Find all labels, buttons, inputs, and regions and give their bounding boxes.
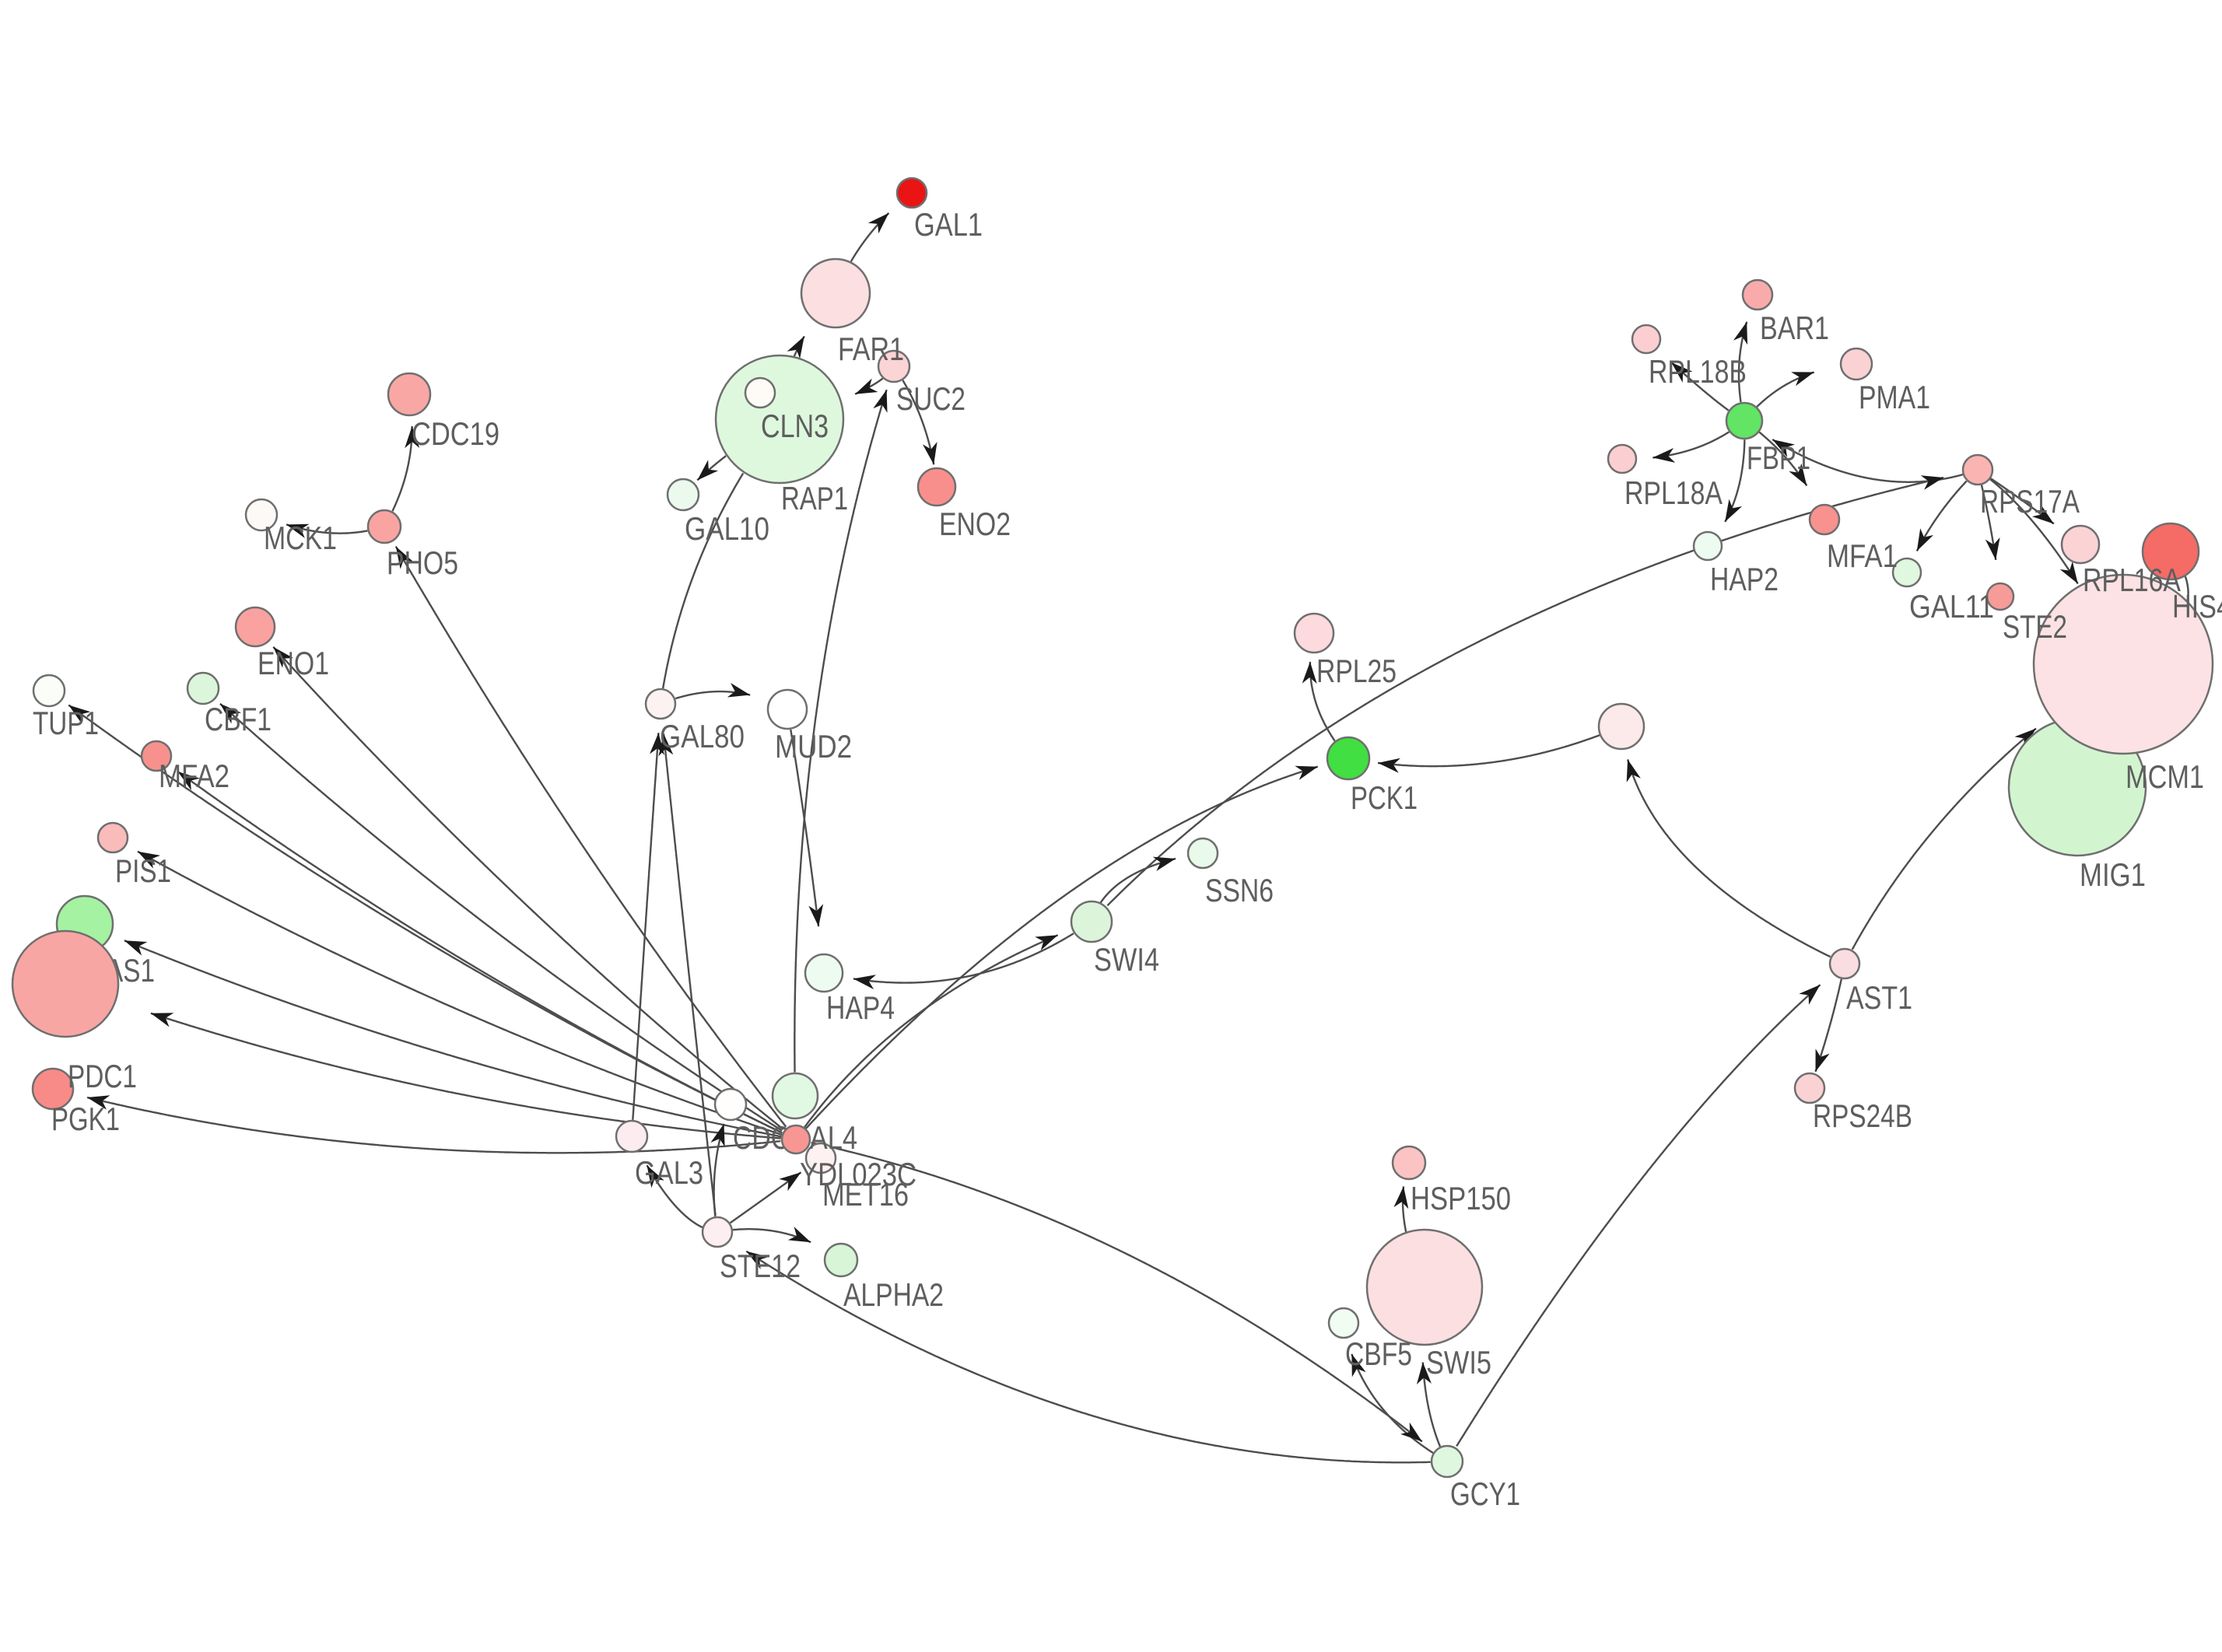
svg-text:PGK1: PGK1 xyxy=(51,1101,120,1137)
svg-text:PMA1: PMA1 xyxy=(1859,379,1930,415)
svg-text:SUC2: SUC2 xyxy=(896,380,966,417)
svg-text:MCK1: MCK1 xyxy=(264,520,337,556)
svg-text:GAL80: GAL80 xyxy=(660,718,745,754)
svg-text:GAL1: GAL1 xyxy=(914,206,983,243)
svg-text:MIG1: MIG1 xyxy=(2080,856,2146,893)
svg-text:FAR1: FAR1 xyxy=(838,331,904,367)
svg-text:HAP4: HAP4 xyxy=(826,989,895,1026)
svg-text:RPS17A: RPS17A xyxy=(1980,483,2080,520)
svg-text:PCK1: PCK1 xyxy=(1351,779,1418,816)
svg-text:GAL3: GAL3 xyxy=(635,1154,703,1191)
svg-text:RPL18A: RPL18A xyxy=(1624,474,1723,511)
svg-text:SSN6: SSN6 xyxy=(1205,872,1274,908)
svg-text:STE12: STE12 xyxy=(720,1248,801,1284)
svg-text:CLN3: CLN3 xyxy=(761,408,829,444)
svg-text:CBF1: CBF1 xyxy=(205,701,272,737)
svg-text:PIS1: PIS1 xyxy=(115,852,171,889)
svg-text:RAP1: RAP1 xyxy=(781,480,848,516)
svg-text:TUP1: TUP1 xyxy=(33,705,99,741)
svg-text:CBF5: CBF5 xyxy=(1345,1335,1412,1372)
svg-text:MFA1: MFA1 xyxy=(1827,537,1898,574)
svg-text:YDL023C: YDL023C xyxy=(800,1156,916,1192)
svg-text:GAL10: GAL10 xyxy=(685,510,769,547)
svg-text:STE2: STE2 xyxy=(2003,608,2067,645)
svg-text:RPL25: RPL25 xyxy=(1316,653,1397,689)
svg-text:FBP1: FBP1 xyxy=(1747,439,1810,476)
svg-text:CDC19: CDC19 xyxy=(412,415,499,452)
svg-text:SWI5: SWI5 xyxy=(1426,1344,1491,1381)
svg-text:MUD2: MUD2 xyxy=(775,728,852,765)
svg-text:GAL11: GAL11 xyxy=(1909,588,1994,625)
svg-text:ENO2: ENO2 xyxy=(939,506,1011,542)
svg-text:ENO1: ENO1 xyxy=(258,645,329,681)
svg-text:PDC1: PDC1 xyxy=(68,1058,137,1094)
svg-text:HIS4: HIS4 xyxy=(2172,588,2222,625)
svg-text:BAR1: BAR1 xyxy=(1760,310,1829,346)
svg-text:MFA2: MFA2 xyxy=(159,758,230,794)
svg-text:PHO5: PHO5 xyxy=(387,544,458,581)
svg-text:AST1: AST1 xyxy=(1846,979,1912,1016)
svg-text:MCM1: MCM1 xyxy=(2126,758,2204,795)
svg-text:MET16: MET16 xyxy=(822,1176,909,1213)
svg-text:RPL16A: RPL16A xyxy=(2083,562,2181,598)
svg-text:SWI4: SWI4 xyxy=(1094,941,1159,978)
svg-text:RPL18B: RPL18B xyxy=(1649,353,1747,390)
svg-text:GCY1: GCY1 xyxy=(1450,1475,1520,1512)
svg-text:HAP2: HAP2 xyxy=(1710,561,1779,597)
svg-text:RPS24B: RPS24B xyxy=(1813,1097,1912,1134)
svg-text:HSP150: HSP150 xyxy=(1411,1180,1511,1216)
svg-text:ALPHA2: ALPHA2 xyxy=(843,1276,944,1313)
